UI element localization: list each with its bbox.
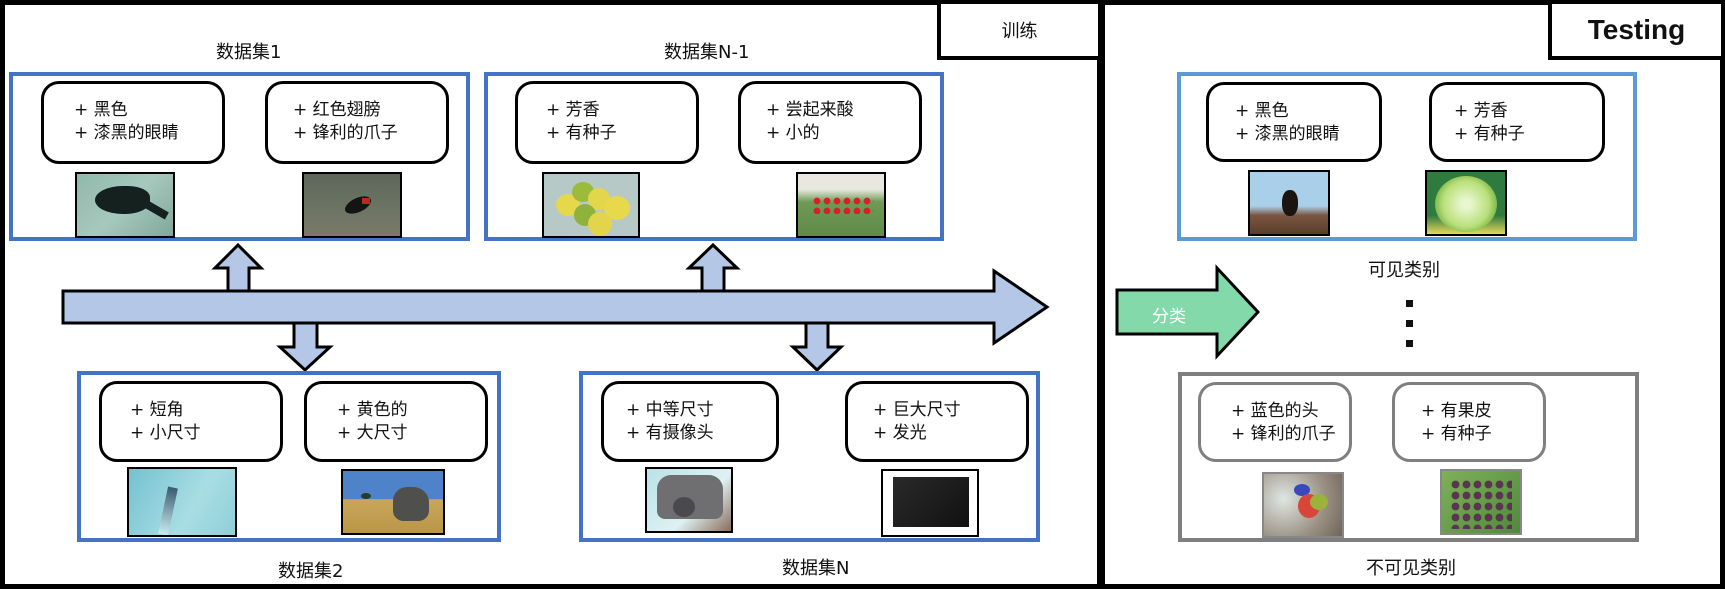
dataset-2-box: + 短角 + 小尺寸 + 黄色的 + 大尺寸 xyxy=(77,371,501,542)
attribute-card: + 黄色的 + 大尺寸 xyxy=(304,381,488,462)
attribute-line: + 有种子 xyxy=(1454,124,1525,144)
dataset-1-caption: 数据集1 xyxy=(216,42,282,63)
attribute-line: + 黑色 xyxy=(1235,101,1289,121)
dataset-2-caption: 数据集2 xyxy=(278,561,344,582)
attribute-card: + 黑色 + 漆黑的眼睛 xyxy=(41,81,225,164)
attribute-line: + 漆黑的眼睛 xyxy=(1235,124,1340,144)
painted-bunting-photo xyxy=(1262,472,1344,538)
attribute-line: + 短角 xyxy=(130,400,184,420)
attribute-line: + 尝起来酸 xyxy=(766,100,854,120)
attribute-line: + 中等尺寸 xyxy=(626,400,714,420)
attribute-line: + 黑色 xyxy=(74,100,128,120)
attribute-line: + 有果皮 xyxy=(1421,401,1492,421)
classify-label: 分类 xyxy=(1152,307,1186,327)
attribute-card: + 芳香 + 有种子 xyxy=(1429,82,1605,162)
attribute-line: + 有种子 xyxy=(546,123,617,143)
attribute-line: + 小的 xyxy=(766,123,820,143)
attribute-card: + 有果皮 + 有种子 xyxy=(1392,382,1546,462)
attribute-card: + 红色翅膀 + 锋利的爪子 xyxy=(265,81,449,164)
attribute-line: + 红色翅膀 xyxy=(293,100,381,120)
attribute-line: + 芳香 xyxy=(546,100,600,120)
attribute-card: + 黑色 + 漆黑的眼睛 xyxy=(1206,82,1382,162)
leaping-animal-photo xyxy=(127,467,237,537)
red-winged-blackbird-photo xyxy=(302,172,402,238)
unseen-classes-caption: 不可见类别 xyxy=(1366,558,1456,579)
attribute-card: + 短角 + 小尺寸 xyxy=(99,381,283,462)
lemons-limes-photo xyxy=(542,172,640,238)
attribute-line: + 锋利的爪子 xyxy=(1231,424,1336,444)
attribute-card: + 中等尺寸 + 有摄像头 xyxy=(601,381,779,462)
attribute-card: + 芳香 + 有种子 xyxy=(515,81,699,164)
attribute-line: + 漆黑的眼睛 xyxy=(74,123,179,143)
attribute-card: + 巨大尺寸 + 发光 xyxy=(845,381,1029,462)
dataset-n-1-box: + 芳香 + 有种子 + 尝起来酸 + 小的 xyxy=(484,72,944,241)
attribute-line: + 黄色的 xyxy=(337,400,408,420)
attribute-line: + 小尺寸 xyxy=(130,423,201,443)
classify-arrow xyxy=(1115,264,1261,360)
attribute-line: + 有种子 xyxy=(1421,424,1492,444)
elephant-photo xyxy=(341,469,445,535)
attribute-line: + 发光 xyxy=(873,423,927,443)
up-arrow-dataset-n-1 xyxy=(685,242,741,293)
attribute-line: + 巨大尺寸 xyxy=(873,400,961,420)
attribute-card: + 尝起来酸 + 小的 xyxy=(738,81,922,164)
seen-classes-box: + 黑色 + 漆黑的眼睛 + 芳香 + 有种子 xyxy=(1177,72,1637,241)
dataset-n-box: + 中等尺寸 + 有摄像头 + 巨大尺寸 + 发光 xyxy=(579,371,1040,542)
main-flow-arrow xyxy=(61,268,1050,346)
black-panel-photo xyxy=(881,469,979,537)
dataset-1-box: + 黑色 + 漆黑的眼睛 + 红色翅膀 + 锋利的爪子 xyxy=(9,72,470,241)
black-bird-photo xyxy=(75,172,175,238)
down-arrow-dataset-2 xyxy=(276,321,334,373)
seen-classes-caption: 可见类别 xyxy=(1368,260,1440,281)
attribute-line: + 锋利的爪子 xyxy=(293,123,398,143)
up-arrow-dataset-1 xyxy=(211,242,265,293)
lime-half-photo xyxy=(1425,170,1507,236)
testing-label: Testing xyxy=(1548,0,1725,60)
attribute-line: + 蓝色的头 xyxy=(1231,401,1319,421)
down-arrow-dataset-n xyxy=(789,321,845,373)
attribute-line: + 大尺寸 xyxy=(337,423,408,443)
attribute-line: + 芳香 xyxy=(1454,101,1508,121)
attribute-card: + 蓝色的头 + 锋利的爪子 xyxy=(1198,382,1352,462)
grapes-photo xyxy=(1440,469,1522,535)
ellipsis-icon xyxy=(1406,300,1416,350)
dataset-n-1-caption: 数据集N-1 xyxy=(664,42,750,63)
cherries-photo xyxy=(796,172,886,238)
camera-photo xyxy=(645,467,733,533)
dataset-n-caption: 数据集N xyxy=(782,558,850,579)
attribute-line: + 有摄像头 xyxy=(626,423,714,443)
dark-bird-on-branches-photo xyxy=(1248,170,1330,236)
unseen-classes-box: + 蓝色的头 + 锋利的爪子 + 有果皮 + 有种子 xyxy=(1178,372,1639,542)
training-label: 训练 xyxy=(937,0,1102,60)
